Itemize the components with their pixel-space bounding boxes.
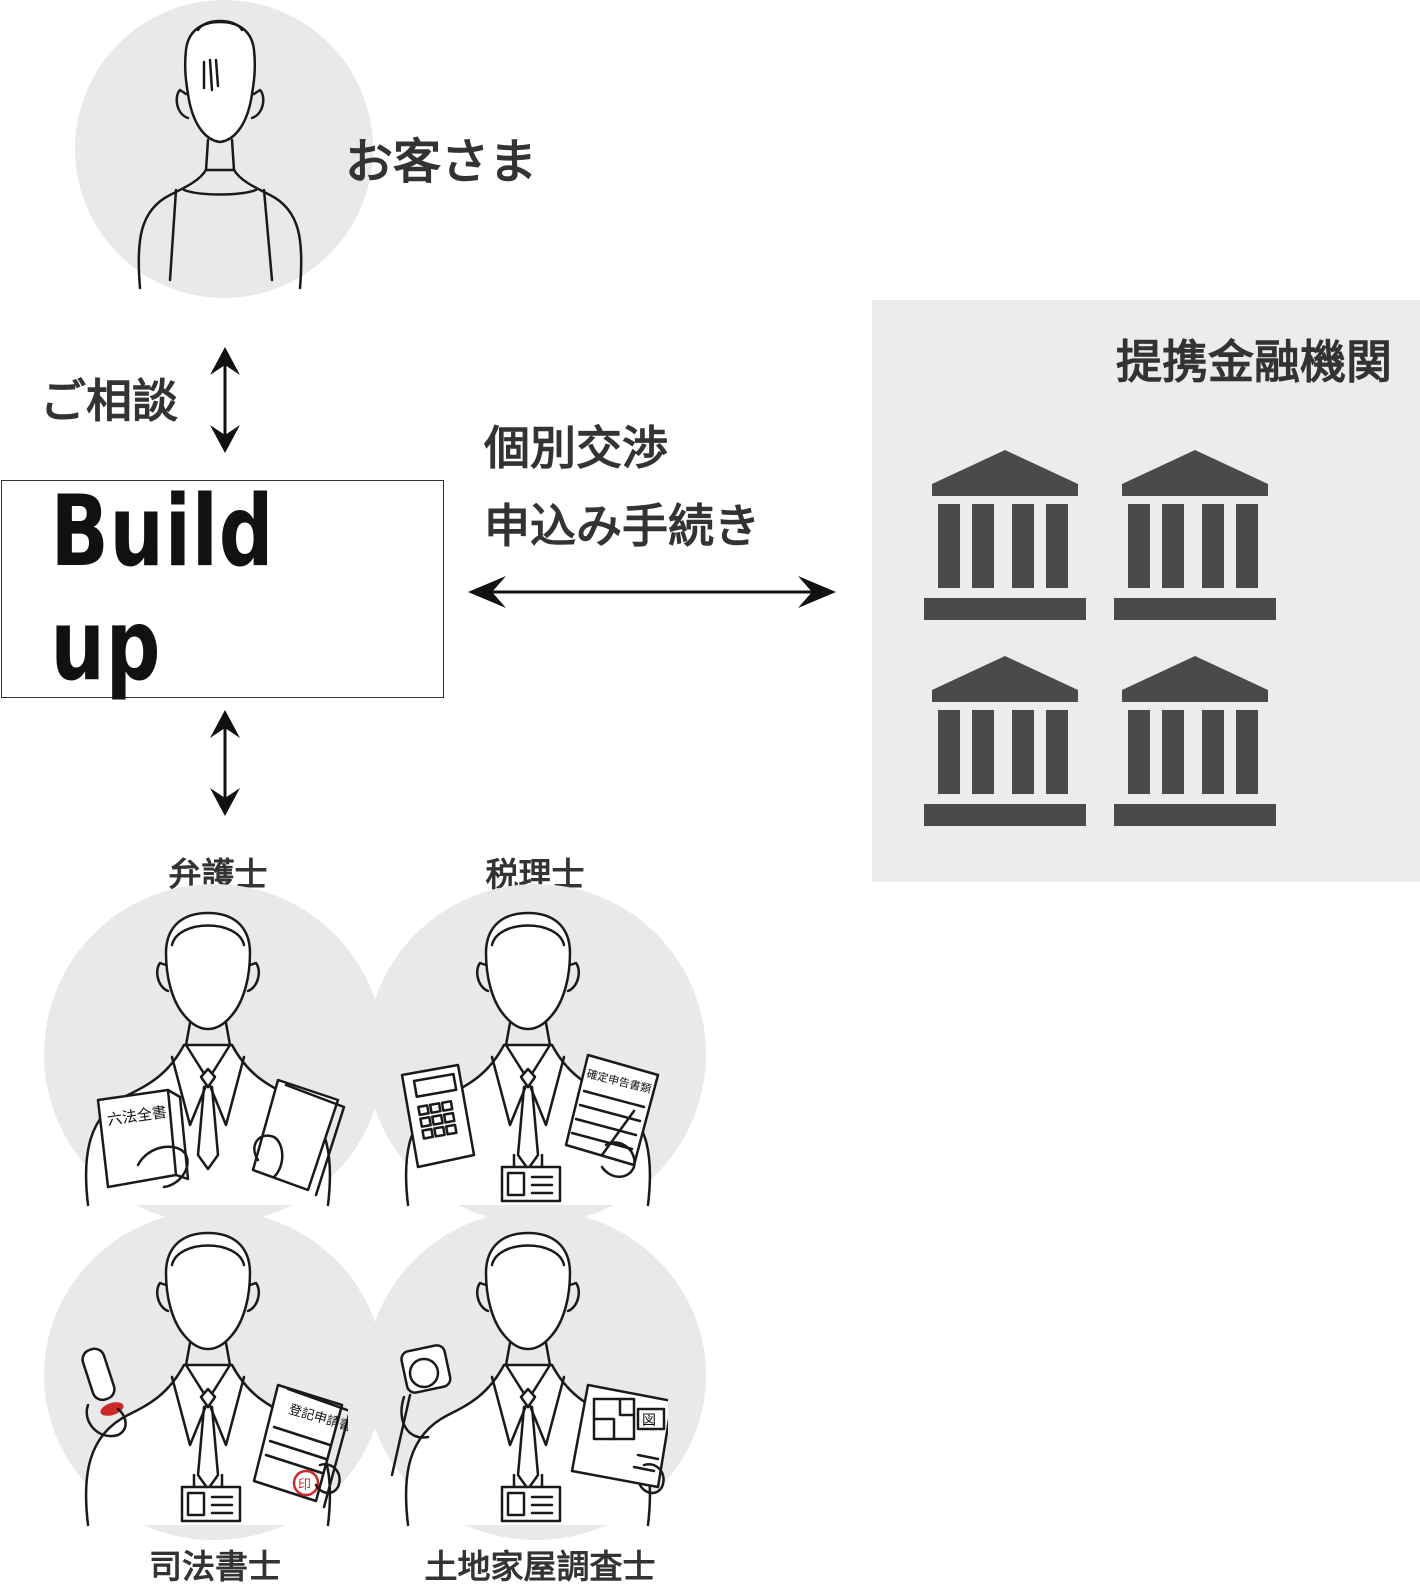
brand-box: Build up — [1, 475, 444, 703]
customer-label: お客さま — [345, 134, 538, 190]
negotiation-double-arrow — [468, 576, 836, 608]
brand-name: Build up — [50, 475, 275, 703]
partner-panel: 提携金融機関 — [872, 300, 1420, 882]
svg-text:印: 印 — [298, 1478, 311, 1493]
bank-icon — [924, 450, 1086, 620]
land-surveyor-figure: 図 — [388, 1225, 668, 1535]
negotiation-line1: 個別交渉 — [484, 421, 668, 475]
judicial-scrivener-figure: 登記申請書印 — [68, 1225, 348, 1535]
bank-icon — [1114, 656, 1276, 826]
professionals-double-arrow — [210, 710, 240, 816]
negotiation-line2: 申込み手続き — [484, 499, 760, 553]
judicial-scrivener-label: 司法書士 — [149, 1547, 281, 1586]
tax-accountant-figure: 確定申告書類 — [388, 905, 668, 1215]
customer-figure — [100, 10, 340, 290]
lawyer-figure: 六法全書 — [68, 905, 348, 1215]
land-surveyor-label: 土地家屋調査士 — [424, 1547, 656, 1586]
svg-text:図: 図 — [642, 1413, 656, 1429]
consult-label: ご相談 — [40, 374, 178, 428]
consult-double-arrow — [210, 347, 240, 453]
bank-icon — [924, 656, 1086, 826]
partner-title: 提携金融機関 — [1116, 335, 1392, 389]
bank-icon — [1114, 450, 1276, 620]
